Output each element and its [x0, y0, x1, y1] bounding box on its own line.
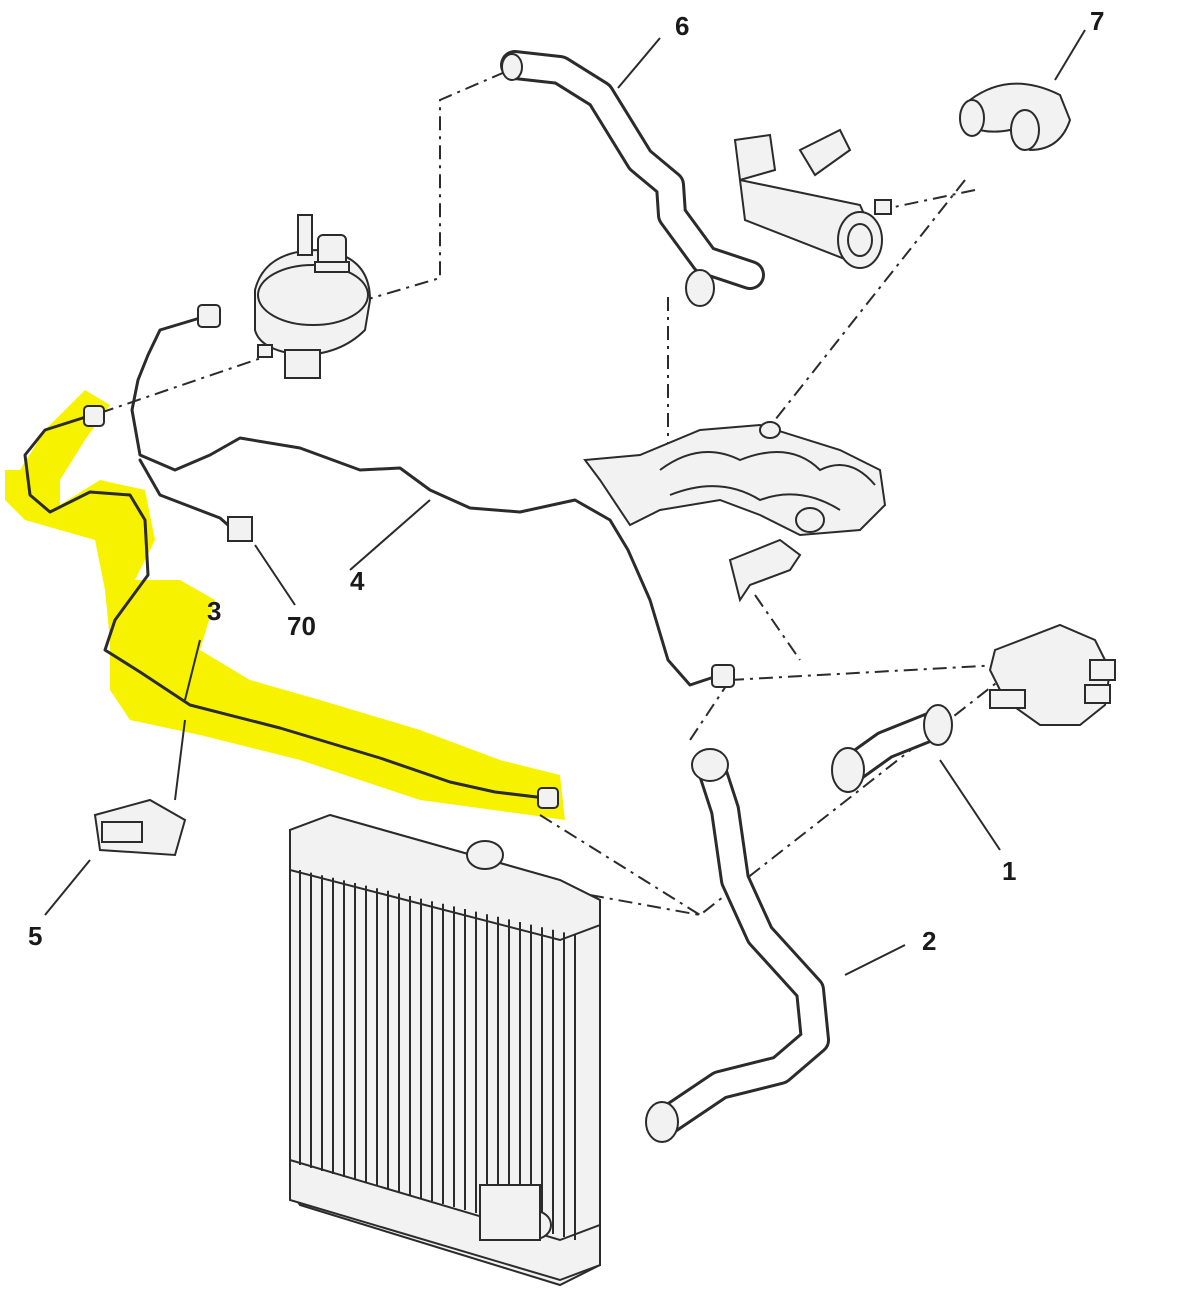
- hose-7: [959, 82, 1072, 152]
- callout-4: 4: [350, 566, 365, 596]
- hose-4: [130, 304, 735, 688]
- callout-70: 70: [287, 611, 316, 641]
- expansion-tank: [254, 214, 372, 379]
- radiator: [289, 813, 601, 1287]
- leader-lines: [44, 29, 1086, 976]
- callout-1: 1: [1002, 856, 1016, 886]
- hose-6: [500, 50, 765, 307]
- radiator-fins: [299, 870, 576, 1240]
- callout-2: 2: [922, 926, 936, 956]
- callout-5: 5: [28, 921, 42, 951]
- callout-7: 7: [1090, 6, 1104, 36]
- connection-dashed-lines: [99, 71, 1001, 917]
- hose-2: [645, 748, 830, 1143]
- hose-1: [831, 704, 953, 793]
- coolant-pump-component: [733, 128, 892, 269]
- callout-3: 3: [207, 596, 221, 626]
- hose-70: [138, 458, 253, 542]
- hose-3: [23, 405, 559, 809]
- thermostat-housing: [583, 421, 887, 603]
- water-outlet-housing: [988, 623, 1116, 726]
- callout-labels: 6 7 4 70 3 5 1 2: [28, 6, 1104, 956]
- callout-6: 6: [675, 11, 689, 41]
- hose-3-highlight: [5, 390, 565, 820]
- bracket-5: [93, 798, 187, 857]
